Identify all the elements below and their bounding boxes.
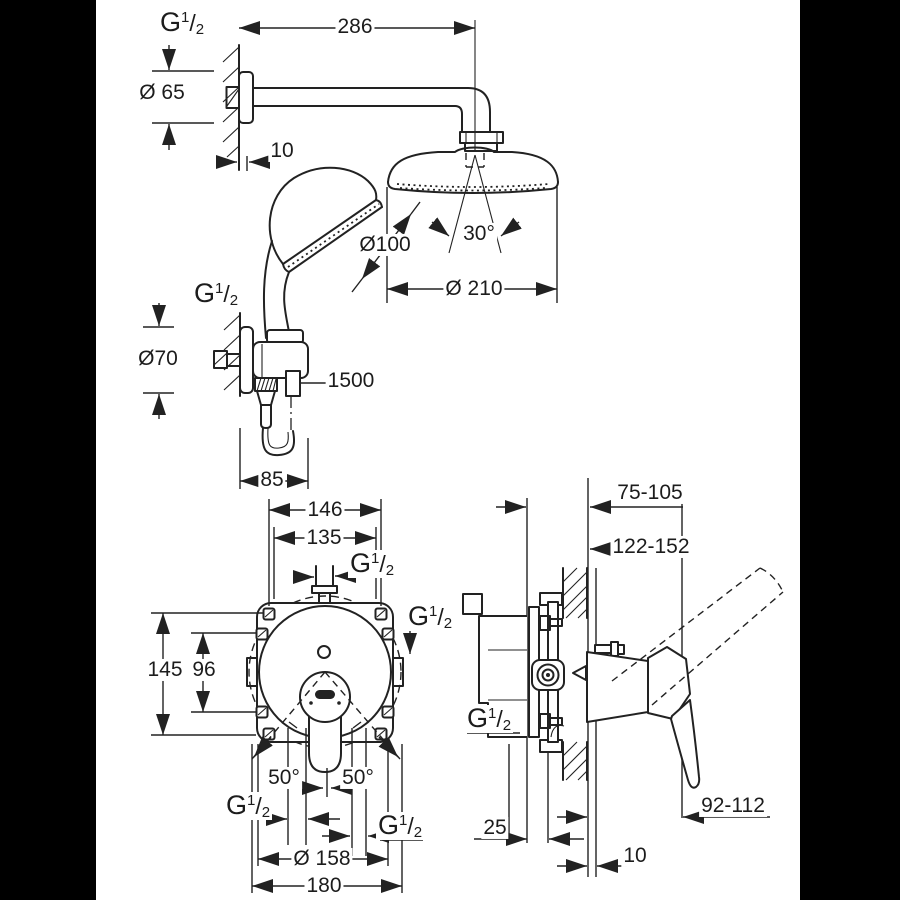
dim-tile-thickness: 10 [621,843,649,868]
holder-thread [213,350,228,369]
thread-label-arm: G1/2 [158,7,207,38]
lever-alt-position [759,567,784,593]
thread-label-side: G1/2 [465,703,514,734]
cartridge-stem [586,651,649,723]
dim-hose-length: 1500 [325,368,377,393]
hose-end [285,370,301,397]
dim-front-width-inner: 135 [304,525,344,550]
thread-label-holder: G1/2 [192,278,241,309]
dim-side-depth-range: 75-105 [615,480,685,505]
dim-front-height-outer: 145 [145,657,185,682]
dim-hand-shower-dia: Ø100 [357,232,413,257]
holder-body [252,341,309,379]
dim-front-overall-width: 180 [304,873,344,898]
dim-swing-left: 50° [266,765,302,790]
head-dome [387,146,559,183]
arm-escutcheon [238,71,254,124]
screw-holes [255,607,395,741]
thread-label-front-right: G1/2 [406,601,455,632]
mixer-front-figure [151,499,453,893]
depth-marker-icon [572,665,587,681]
mixer-side-figure [462,478,784,877]
handle-slot [315,690,335,699]
holder-figure [143,303,327,489]
thread-label-front-top: G1/2 [348,548,397,579]
thread-label-front-bottom-right: G1/2 [376,810,425,841]
check-screw [594,644,612,654]
dim-head-dia: Ø 210 [443,276,505,301]
side-port-left [246,657,258,687]
dim-holder-depth: 85 [258,467,286,492]
inlet-flange [311,585,338,594]
dim-front-height-inner: 96 [190,657,218,682]
dim-arm-escutcheon-dia: Ø 65 [137,80,187,105]
lever-side [670,699,701,789]
dim-side-offset: 25 [481,815,509,840]
dim-head-angle: 30° [461,221,497,246]
shower-arm-figure [152,20,504,171]
dim-front-width-outer: 146 [305,497,345,522]
hand-shower-head [268,166,378,265]
hose-loop [261,427,296,457]
dim-holder-escutcheon-dia: Ø70 [136,346,180,371]
dim-swing-right: 50° [340,765,376,790]
dim-side-depth-total: 122-152 [610,534,692,559]
dim-arm-length: 286 [335,14,375,39]
dim-rosette-dia: Ø 158 [291,846,353,871]
handle-hub-side [647,646,691,720]
box-top-tab [462,593,483,615]
thread-label-front-bottom-left: G1/2 [224,790,273,821]
holder-escutcheon [239,326,254,394]
hand-shower-figure [262,166,421,339]
side-port-right [392,657,404,687]
dim-arm-wall-offset: 10 [268,138,296,163]
plate-hole [317,645,331,659]
hose-protector [260,404,272,429]
hand-shower-handle [262,240,273,339]
dim-handle-clearance: 92-112 [699,793,767,818]
